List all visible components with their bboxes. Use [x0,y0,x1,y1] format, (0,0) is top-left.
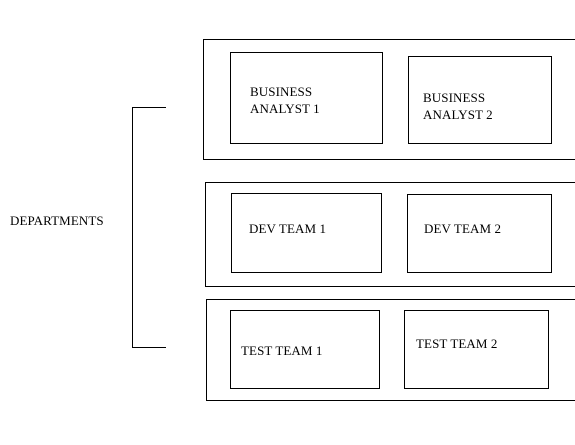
dev-team-row [205,182,575,287]
bracket-top-tick [132,107,166,108]
business-analyst-1-box: BUSINESS ANALYST 1 [230,52,383,144]
business-analyst-2-label: BUSINESS ANALYST 2 [423,90,493,122]
bracket-spine [132,107,133,348]
business-analyst-row [203,39,575,160]
dev-team-1-box: DEV TEAM 1 [231,193,382,273]
business-analyst-2-box: BUSINESS ANALYST 2 [408,56,552,144]
dev-team-2-box: DEV TEAM 2 [407,194,552,273]
dev-team-2-label: DEV TEAM 2 [424,221,502,236]
dev-team-1-label: DEV TEAM 1 [249,221,327,236]
test-team-1-label: TEST TEAM 1 [241,343,323,358]
departments-label: DEPARTMENTS [10,213,104,228]
test-team-row [206,299,575,401]
business-analyst-1-label: BUSINESS ANALYST 1 [250,84,320,116]
bracket-bottom-tick [132,347,166,348]
test-team-1-box: TEST TEAM 1 [230,310,380,389]
test-team-2-label: TEST TEAM 2 [416,336,498,351]
test-team-2-box: TEST TEAM 2 [404,310,549,389]
